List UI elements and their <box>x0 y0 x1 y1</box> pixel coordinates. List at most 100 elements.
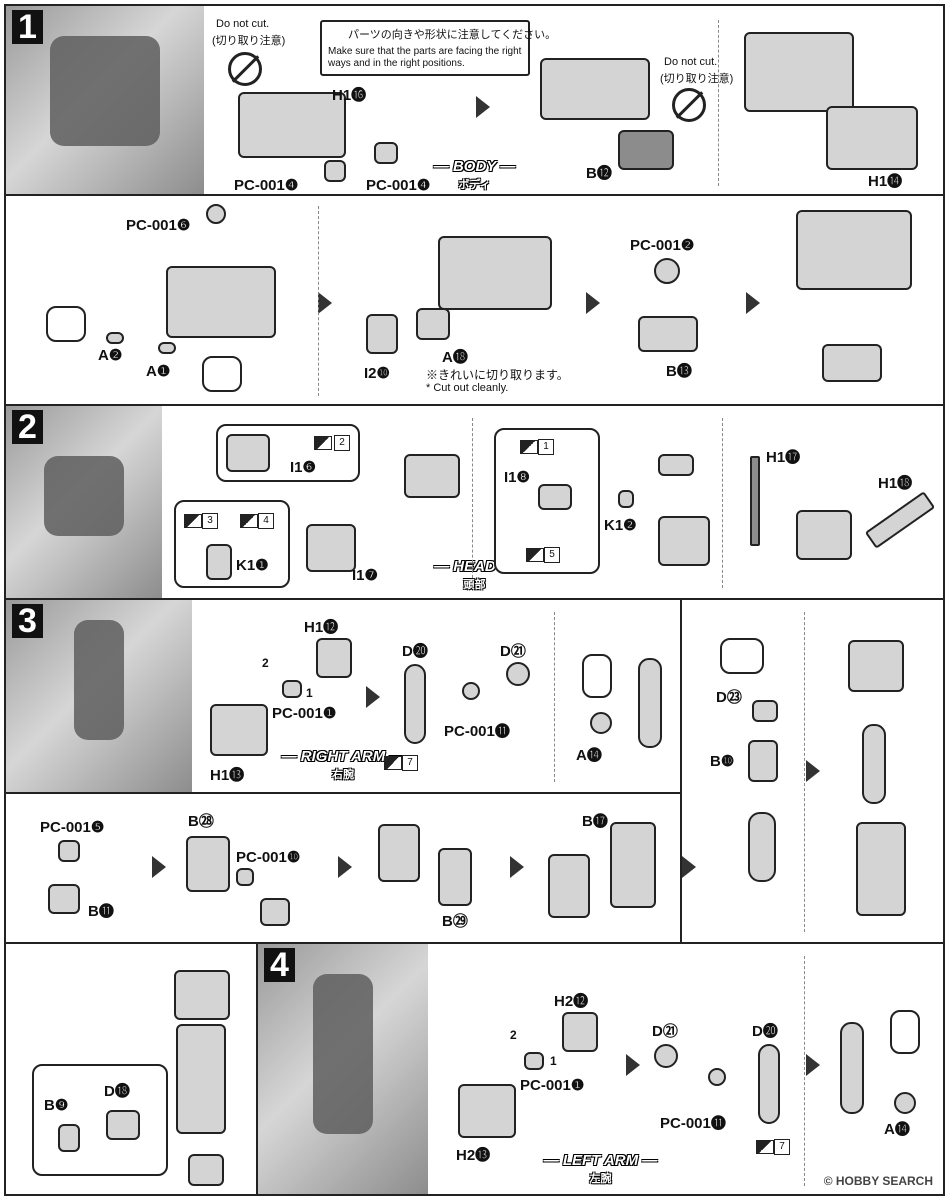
forearm-part <box>748 740 778 782</box>
nipper-icon <box>526 548 544 562</box>
small-part <box>618 490 634 508</box>
section-title-head-jp: 頭部 <box>463 579 486 591</box>
part-label-h1-12: H1⓬ <box>304 619 339 636</box>
part-label-h1-18: H1⓲ <box>878 475 913 492</box>
nipper-icon <box>184 514 202 528</box>
step-number: 2 <box>12 410 43 444</box>
head-part <box>658 516 710 566</box>
step-arrow <box>318 292 332 314</box>
step1-panel-row2: PC-001❻ A❷ A❶ I2❿ A⓲ ※きれいに切り取ります。 * Cut … <box>4 194 945 406</box>
part-label-b12: B⓬ <box>586 165 612 182</box>
part-callout <box>582 654 612 698</box>
notice-box: パーツの向きや形状に注意してください。 Make sure that the p… <box>320 20 556 76</box>
hand-part <box>188 1154 224 1186</box>
step-sub-number: 4 <box>258 513 274 529</box>
nipper-icon <box>384 756 402 770</box>
forearm-part <box>186 836 230 892</box>
part-label-a18: A⓲ <box>442 349 468 366</box>
part-label-i1-7: I1❼ <box>352 567 378 584</box>
small-part <box>752 700 778 722</box>
step3-panel-right: D㉓ B❿ <box>680 598 945 944</box>
step-arrow <box>476 96 490 118</box>
hand-part <box>748 812 776 882</box>
part-label-i1-6: I1❻ <box>290 459 316 476</box>
poly-cap-part <box>58 840 80 862</box>
shoulder-part <box>316 638 352 678</box>
round-cap-part <box>894 1092 916 1114</box>
step-arrow <box>338 856 352 878</box>
part-label-h1-16: H1⓰ <box>332 87 367 104</box>
part-label-h1-17: H1⓱ <box>766 449 801 466</box>
part-label-b9: B❾ <box>44 1097 69 1114</box>
no-cut-note: Do not cut. <box>664 56 718 68</box>
armor-part <box>366 314 398 354</box>
shoulder-armor-part <box>458 1084 516 1138</box>
notice-jp: パーツの向きや形状に注意してください。 <box>348 29 557 41</box>
shoulder-armor-part <box>210 704 268 756</box>
forearm-part <box>548 854 590 918</box>
body-frame-part <box>238 92 346 158</box>
part-label-d20: D⓴ <box>402 643 428 660</box>
order-badge: 2 <box>510 1028 517 1042</box>
forearm-part <box>378 824 420 882</box>
elbow-part <box>840 1022 864 1114</box>
part-callout: 3 4 K1❶ <box>174 500 290 588</box>
no-cut-note: Do not cut. <box>216 18 270 30</box>
hand-part <box>106 1110 140 1140</box>
elbow-part <box>862 724 886 804</box>
section-title-right-arm-jp: 右腕 <box>332 769 354 781</box>
section-title-head: — HEAD — <box>434 558 515 575</box>
body-photo <box>6 6 204 194</box>
blade-antenna-part <box>864 491 936 549</box>
shoulder-part <box>562 1012 598 1052</box>
part-label-k1-1: K1❶ <box>236 557 269 574</box>
step-number: 4 <box>264 948 295 982</box>
small-part <box>538 484 572 510</box>
no-cut-note-jp: (切り取り注意) <box>212 35 286 47</box>
no-cut-icon <box>228 52 262 86</box>
section-title-body-jp: ボディ <box>458 179 491 191</box>
part-label-pc001-2: PC-001❷ <box>630 237 695 254</box>
part-callout <box>720 638 764 674</box>
step-arrow <box>152 856 166 878</box>
joint-part <box>654 1044 678 1068</box>
no-cut-note-jp: (切り取り注意) <box>660 73 734 85</box>
part-label-pc001-11: PC-001⓫ <box>660 1115 726 1132</box>
section-title-body: — BODY — <box>433 158 516 175</box>
step3-panel-row2: PC-001❺ B⓫ B㉘ PC-001❿ B㉙ B⓱ <box>4 792 682 944</box>
small-part <box>658 454 694 476</box>
step-number: 1 <box>12 10 43 44</box>
part-label-pc001-4a: PC-001❹ <box>234 177 299 194</box>
part-label-i2-10: I2❿ <box>364 365 390 382</box>
part-label-pc001-4b: PC-001❹ <box>366 177 431 194</box>
step3-panel-row3: D⓲ B❾ <box>4 942 258 1196</box>
part-label-d21: D㉑ <box>652 1023 678 1040</box>
joint-part <box>506 662 530 686</box>
part-label-i1-8: I1❽ <box>504 469 530 486</box>
step-sub-number: 3 <box>202 513 218 529</box>
order-badge: 2 <box>262 656 269 670</box>
elbow-part <box>404 664 426 744</box>
step-sub-number: 5 <box>544 547 560 563</box>
nipper-icon <box>314 436 332 450</box>
part-label-pc001-10: PC-001❿ <box>236 849 301 866</box>
step-arrow <box>746 292 760 314</box>
no-cut-icon <box>672 88 706 122</box>
face-part <box>226 434 270 472</box>
shoulder-armor-part <box>848 640 904 692</box>
step4-panel: 4 — LEFT ARM — 左腕 H2⓬ 2 1 PC-001❶ H2⓭ D㉑… <box>256 942 945 1196</box>
torso-part <box>438 236 552 310</box>
notice-en: Make sure that the parts are facing the … <box>328 46 522 69</box>
section-title-left-arm: — LEFT ARM — <box>543 1152 658 1169</box>
part-label-d18: D⓲ <box>104 1083 130 1100</box>
step3-panel-row1: 3 — RIGHT ARM — 右腕 H1⓬ 2 1 PC-001❶ H1⓭ D… <box>4 598 682 794</box>
head-part <box>404 454 460 498</box>
round-cap-part <box>590 712 612 734</box>
part-callout <box>46 306 86 342</box>
step1-panel-row1: 1 — BODY — ボディ Do not cut. (切り取り注意) パーツの… <box>4 4 945 196</box>
head-part <box>796 510 852 560</box>
cut-clean-note-en: * Cut out cleanly. <box>426 382 509 394</box>
part-label-a14: A⓮ <box>576 747 602 764</box>
small-part <box>158 342 176 354</box>
part-label-h2-13: H2⓭ <box>456 1147 491 1164</box>
